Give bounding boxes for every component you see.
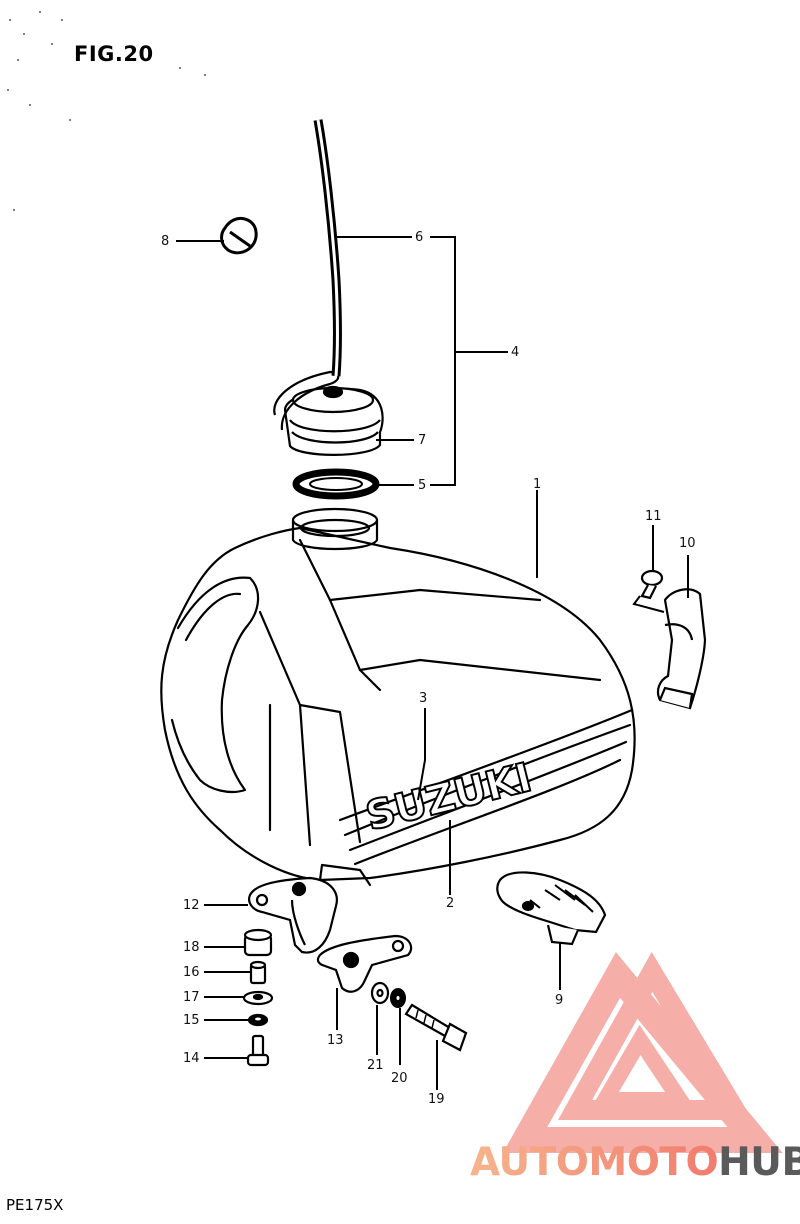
callout-7: 7 [418,433,427,448]
callout-11: 11 [645,509,662,524]
lock-washer-20 [390,988,406,1008]
watermark-logo-icon [502,952,783,1153]
callout-19: 19 [428,1092,445,1107]
washer-21 [370,981,390,1005]
front-mount-bracket [248,876,338,954]
watermark-text-part2: HUB [718,1140,800,1185]
bolt-19 [404,1003,468,1052]
cap-gasket [292,468,380,500]
watermark-text: AUTOMOTOHUB [470,1140,800,1185]
callout-18: 18 [183,940,200,955]
hose-clamp [220,217,258,255]
callout-2: 2 [446,896,455,911]
callout-20: 20 [391,1071,408,1086]
fuel-tank [160,507,636,887]
rear-mount-bracket [316,934,413,993]
callout-10: 10 [679,536,696,551]
callout-5: 5 [418,478,427,493]
callout-15: 15 [183,1013,200,1028]
callout-17: 17 [183,990,200,1005]
callout-4: 4 [511,345,520,360]
callout-3: 3 [419,691,428,706]
model-code: PE175X [6,1196,64,1214]
side-bracket [656,588,707,710]
callout-16: 16 [183,965,200,980]
leader-lines [176,236,689,1090]
callout-1: 1 [533,477,542,492]
callout-14: 14 [183,1051,200,1066]
damper-stack [242,928,274,1067]
scan-noise [7,11,206,211]
callout-8: 8 [161,234,170,249]
fuel-cap [273,370,384,456]
callout-6: 6 [415,230,424,245]
figure-title: FIG.20 [74,42,154,66]
callout-21: 21 [367,1058,384,1073]
callout-12: 12 [183,898,200,913]
tank-rubber-cushion [496,871,607,946]
bracket-screw [640,569,664,600]
watermark-text-part1: AUTOMOTO [470,1140,719,1185]
callout-13: 13 [327,1033,344,1048]
callout-9: 9 [555,993,564,1008]
